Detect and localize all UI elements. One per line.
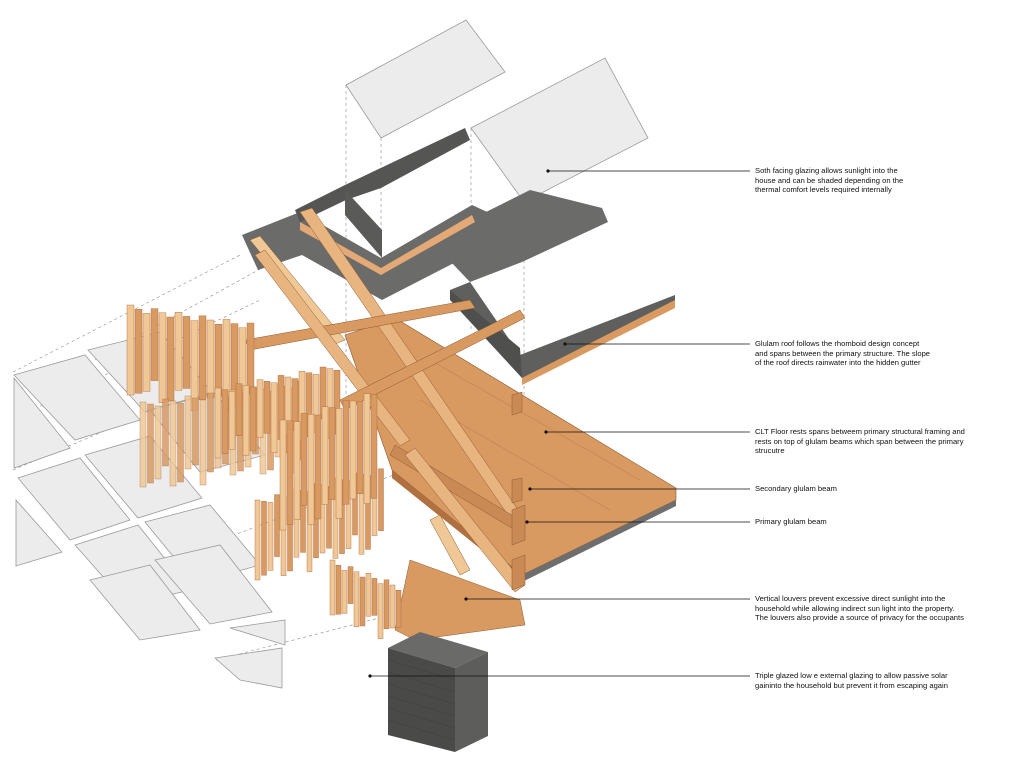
louver-fin xyxy=(198,315,207,400)
louver-fin xyxy=(363,393,371,504)
louver-fin xyxy=(335,565,342,615)
louver-fin xyxy=(347,566,354,604)
louver-fin xyxy=(359,576,366,627)
louver-fin xyxy=(349,400,357,500)
louver-fin xyxy=(214,387,222,459)
louver-fin xyxy=(270,382,278,453)
louver-fin xyxy=(190,320,199,411)
louver-fin xyxy=(249,386,257,452)
louver-fin xyxy=(370,394,378,499)
louver-fin xyxy=(147,403,154,484)
louver-fin xyxy=(378,468,384,531)
louver-fin xyxy=(221,389,229,454)
louver-fin xyxy=(154,405,162,480)
louver-fin xyxy=(246,322,255,396)
louver-fin xyxy=(314,414,322,520)
louver-fin xyxy=(142,313,151,392)
louver-fin xyxy=(267,502,274,571)
primary-glulam-frame xyxy=(244,207,526,641)
louver-fin xyxy=(329,559,336,616)
roof-glazing-panels xyxy=(345,19,649,203)
louver-fin xyxy=(328,407,336,500)
louver-fin xyxy=(150,308,159,381)
brick-chimney xyxy=(387,632,488,752)
louver-fin xyxy=(139,401,147,488)
louver-fin xyxy=(261,501,267,576)
louver-fin xyxy=(342,400,350,505)
glass-panel-upper-right xyxy=(470,57,649,203)
louver-fin xyxy=(158,312,167,403)
louver-fin xyxy=(207,392,214,473)
louver-fin xyxy=(279,419,287,531)
louver-fin xyxy=(199,399,207,486)
louver-fin xyxy=(353,571,360,627)
louver-fin xyxy=(389,584,396,629)
louver-fin xyxy=(182,316,191,389)
annotation-glulam-roof: Glulam roof follows the rhomboid design … xyxy=(755,339,931,368)
louver-fin xyxy=(169,400,177,487)
louver-fin xyxy=(162,398,169,467)
louver-fin xyxy=(242,385,250,456)
wall-glazing-panels xyxy=(13,331,286,689)
annotation-vertical-louvers: Vertical louvers prevent excessive direc… xyxy=(755,594,964,623)
louver-fin xyxy=(321,406,329,505)
louver-fin xyxy=(300,413,308,506)
louver-fin xyxy=(293,421,301,520)
louver-fin xyxy=(214,324,223,397)
annotation-secondary-beam: Secondary glulam beam xyxy=(755,484,837,493)
glass-panel-upper-left xyxy=(345,19,506,139)
louver-fin xyxy=(371,578,378,616)
annotation-triple-glazing: Triple glazed low e external glazing to … xyxy=(755,671,948,690)
louver-fin xyxy=(177,402,184,483)
louver-fin xyxy=(286,420,294,525)
louver-fin xyxy=(166,316,175,402)
annotation-primary-beam: Primary glulam beam xyxy=(755,517,827,526)
louver-fin xyxy=(365,573,372,617)
louver-fin xyxy=(395,590,402,628)
louver-fin xyxy=(263,381,271,434)
louver-fin xyxy=(206,319,215,399)
louver-fin xyxy=(356,401,364,494)
louver-fin xyxy=(174,312,183,391)
louver-fin xyxy=(192,397,199,466)
louver-fin xyxy=(256,379,264,438)
louver-fin xyxy=(254,499,261,581)
annotation-south-glazing: Soth facing glazing allows sunlight into… xyxy=(755,166,904,195)
louver-fin xyxy=(228,391,236,450)
louver-fin xyxy=(235,383,243,436)
louver-fin xyxy=(307,414,315,525)
louver-fin xyxy=(335,408,343,519)
louver-fin xyxy=(341,570,348,614)
vertical-louvers xyxy=(126,304,402,639)
louver-fin xyxy=(126,304,135,396)
leader-lines xyxy=(370,170,750,677)
louver-fin xyxy=(134,309,143,394)
louver-fin xyxy=(274,494,280,557)
louver-fin xyxy=(184,395,192,470)
louver-fin xyxy=(377,583,384,639)
annotation-clt-floor: CLT Floor rests spans betweem primary st… xyxy=(755,427,965,456)
louver-fin xyxy=(383,579,390,629)
leader-dots xyxy=(368,169,567,678)
